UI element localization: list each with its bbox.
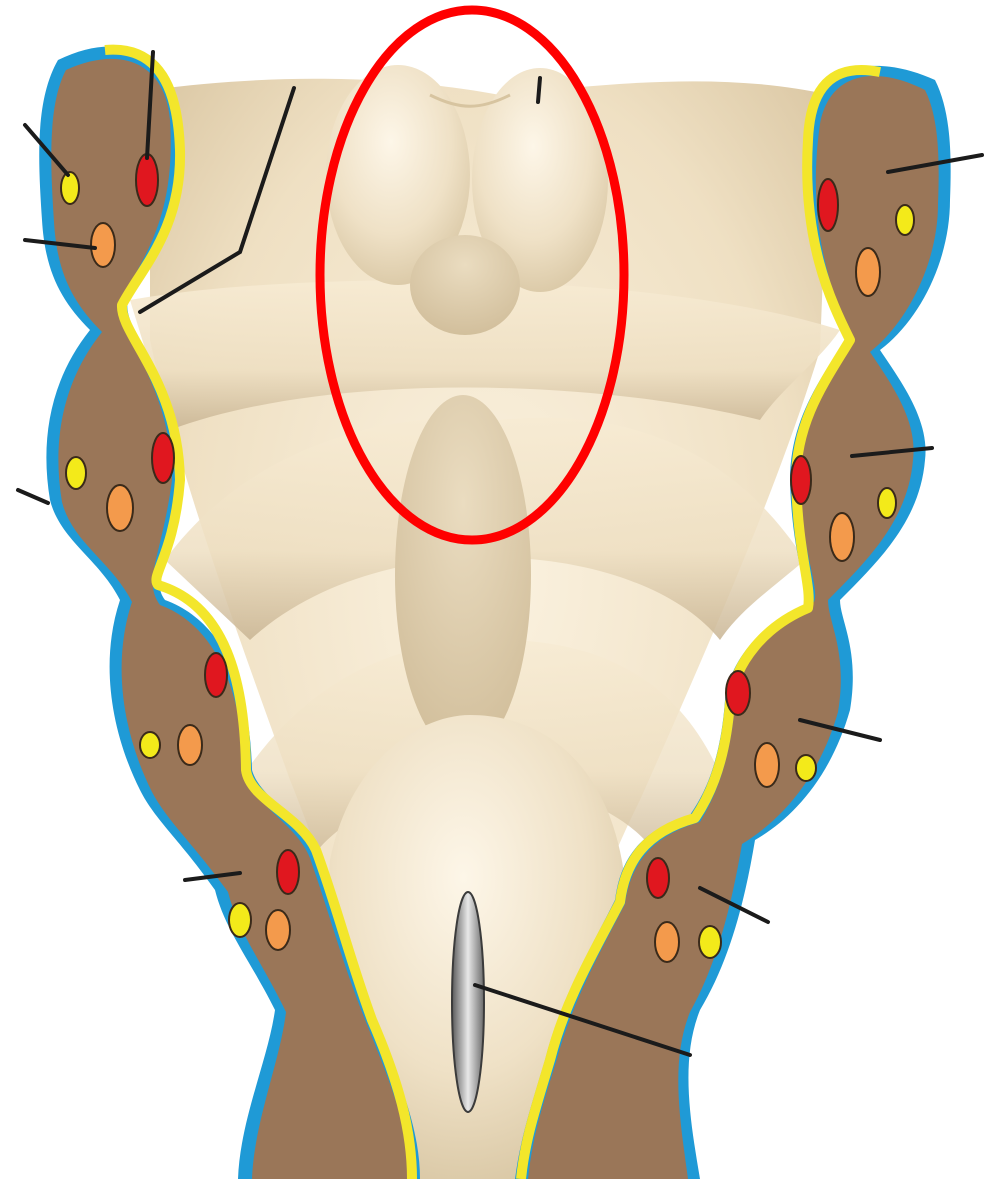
foramen-cecum-pore xyxy=(452,892,484,1112)
median-swelling xyxy=(410,235,520,335)
red-arch-component xyxy=(647,858,669,898)
orange-arch-component xyxy=(755,743,779,787)
red-arch-component xyxy=(818,179,838,231)
red-arch-component xyxy=(791,456,811,504)
central-eminence xyxy=(395,395,531,755)
red-arch-component xyxy=(205,653,227,697)
red-arch-component xyxy=(277,850,299,894)
orange-arch-component xyxy=(856,248,880,296)
yellow-arch-component xyxy=(61,172,79,204)
yellow-arch-component xyxy=(140,732,160,758)
red-arch-component xyxy=(152,433,174,483)
orange-arch-component xyxy=(266,910,290,950)
yellow-arch-component xyxy=(796,755,816,781)
red-arch-component xyxy=(726,671,750,715)
orange-arch-component xyxy=(830,513,854,561)
orange-arch-component xyxy=(107,485,133,531)
yellow-arch-component xyxy=(878,488,896,518)
yellow-arch-component xyxy=(699,926,721,958)
orange-arch-component xyxy=(91,223,115,267)
label-leader-line xyxy=(538,78,540,102)
label-leader-line xyxy=(18,490,48,503)
yellow-arch-component xyxy=(229,903,251,937)
red-arch-component xyxy=(136,154,158,206)
yellow-arch-component xyxy=(896,205,914,235)
orange-arch-component xyxy=(655,922,679,962)
orange-arch-component xyxy=(178,725,202,765)
yellow-arch-component xyxy=(66,457,86,489)
